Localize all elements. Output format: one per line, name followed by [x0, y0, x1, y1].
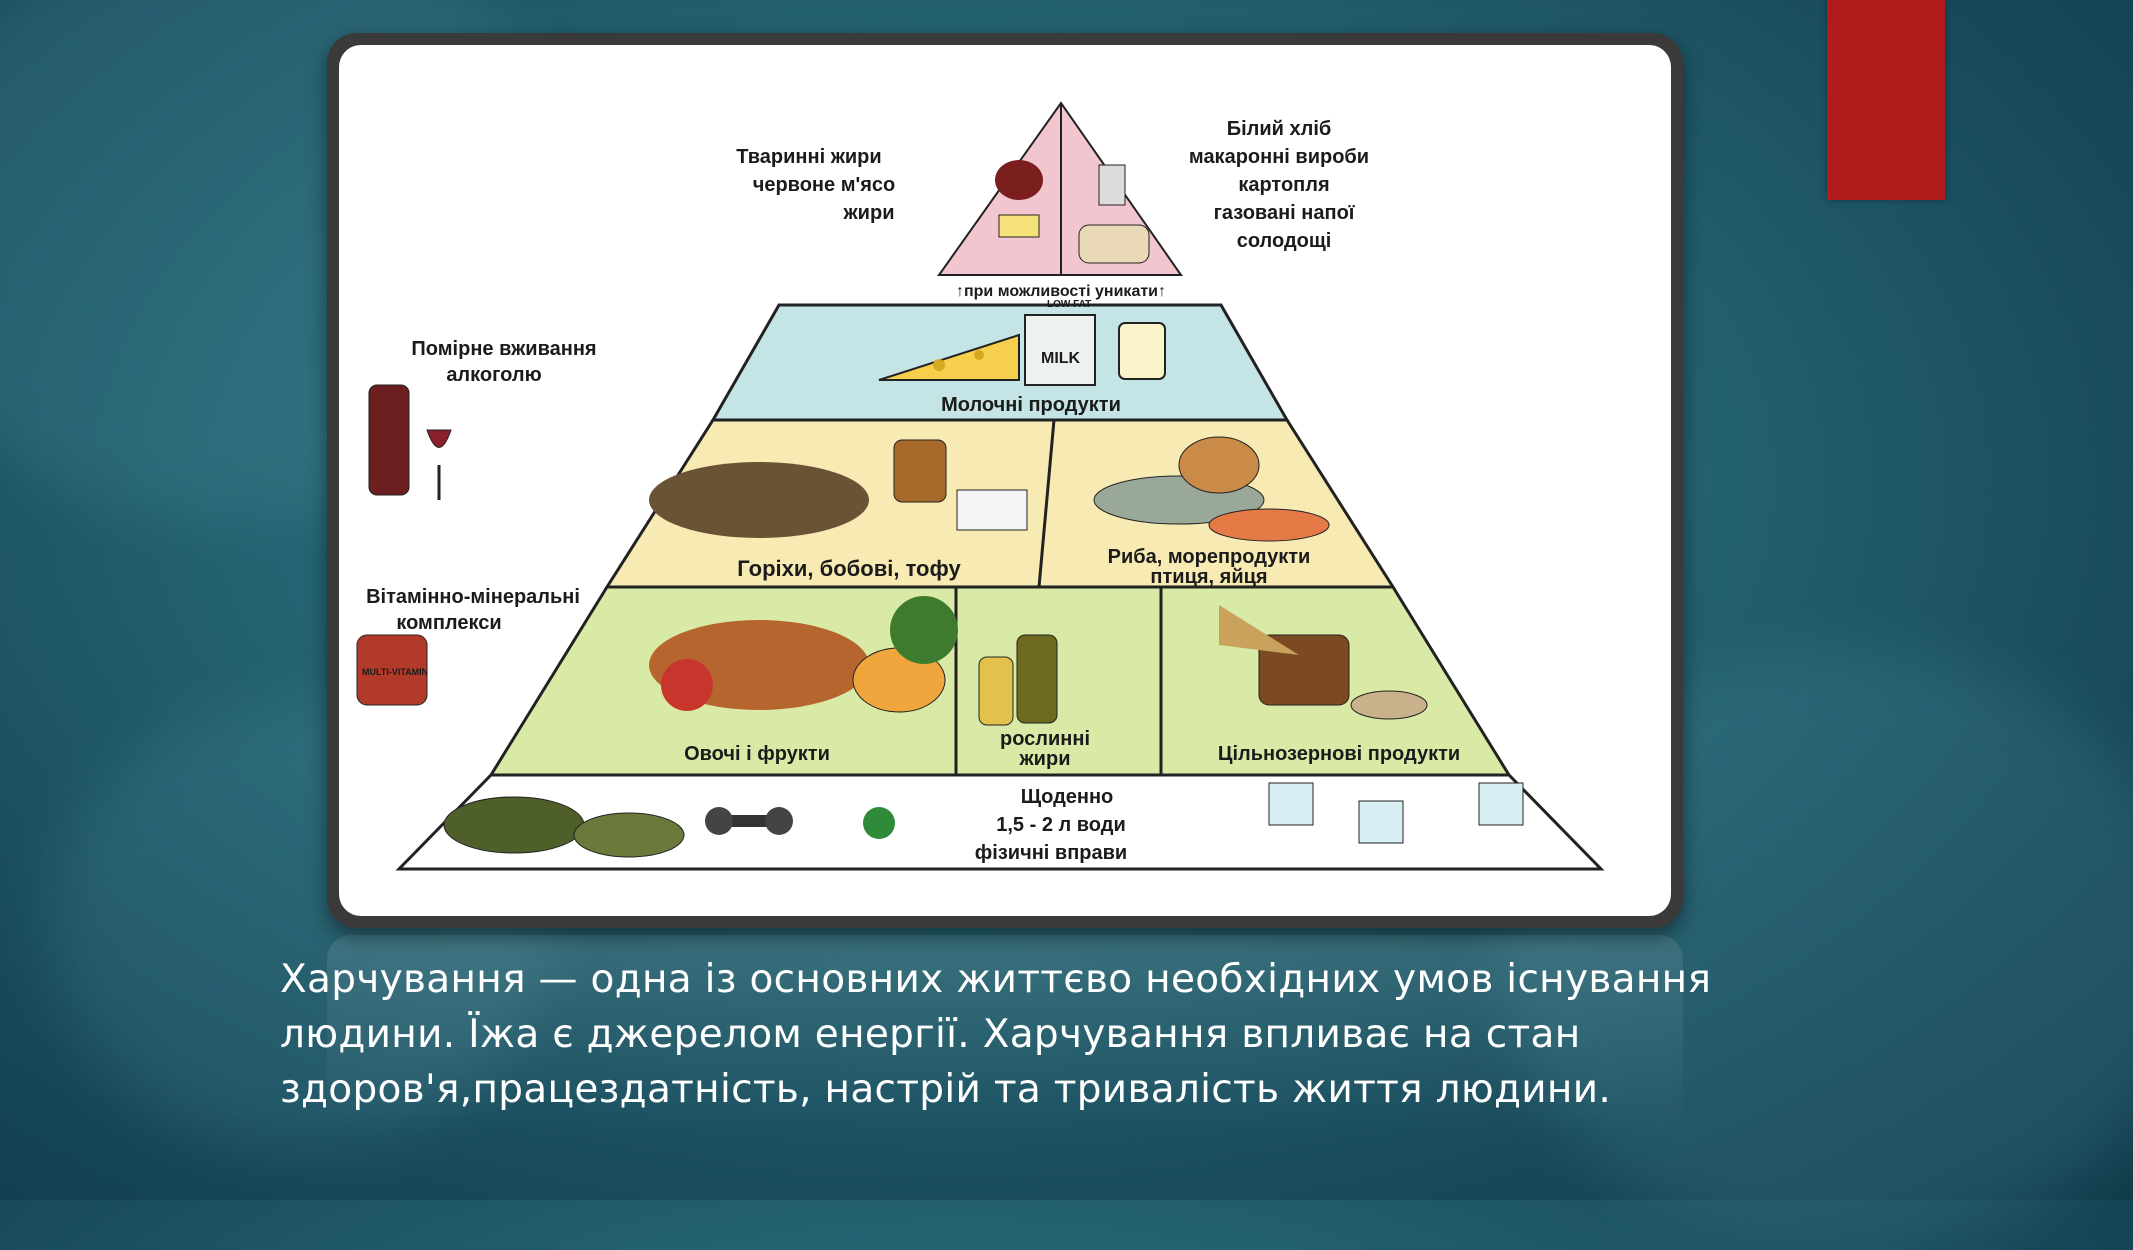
label-exercise: фізичні вправи [975, 842, 1127, 864]
food-pyramid-diagram: MILK LOW FAT [356, 101, 1605, 871]
label-grains: Цільнозернові продукти [1218, 743, 1460, 765]
label-nuts: Горіхи, бобові, тофу [737, 556, 961, 581]
wine-bottle-icon [368, 384, 452, 500]
grains-icon [1219, 605, 1428, 720]
image-reflection [327, 935, 1683, 1135]
label-alcohol-2: алкоголю [446, 364, 541, 386]
label-water: 1,5 - 2 л води [996, 814, 1126, 836]
lowfat-label: LOW FAT [1047, 299, 1091, 310]
caption-text: Харчування — одна із основних життєво не… [280, 957, 1712, 1112]
nuts-icon [649, 439, 1028, 538]
vitamin-jar-label: MULTI-VITAMIN [362, 667, 428, 677]
vitamin-jar-icon: MULTI-VITAMIN [356, 634, 428, 706]
label-daily: Щоденно [1021, 786, 1114, 808]
label-oils-2: жири [1019, 748, 1071, 770]
label-potatoes: картопля [1238, 174, 1329, 196]
label-avoid-note: ↑при можливості уникати↑ [956, 283, 1166, 300]
label-vegetables: Овочі і фрукти [684, 743, 830, 765]
accent-bar [1827, 0, 1945, 200]
label-alcohol-1: Помірне вживання [411, 338, 596, 360]
label-fish: Риба, морепродукти [1108, 546, 1311, 568]
image-frame: MILK LOW FAT [327, 33, 1683, 928]
label-oils-1: рослинні [1000, 728, 1090, 750]
label-white-bread: Білий хліб [1227, 118, 1332, 140]
label-sweets: солодощі [1237, 230, 1332, 252]
label-poultry: птиця, яйця [1150, 566, 1267, 588]
sneakers-dumbbells-icon [443, 796, 895, 858]
oil-bottle-icon [978, 634, 1058, 726]
milk-carton-icon: MILK LOW FAT [1024, 299, 1096, 386]
water-glasses-icon [1268, 782, 1524, 844]
bread-icon [1078, 164, 1150, 264]
vegetables-icon [649, 596, 958, 713]
label-fats: жири [843, 202, 895, 224]
label-vitamins-2: комплекси [396, 612, 501, 634]
milk-label: MILK [1041, 350, 1081, 367]
label-animal-fats: Тваринні жири [736, 146, 881, 168]
label-red-meat: червоне м'ясо [753, 174, 896, 196]
fish-icon [1093, 436, 1330, 542]
meat-icon [995, 160, 1043, 238]
cheese-icon [878, 333, 1020, 381]
food-pyramid-image: MILK LOW FAT [339, 45, 1671, 916]
label-pasta: макаронні вироби [1189, 146, 1369, 168]
yogurt-icon [1118, 322, 1166, 380]
label-vitamins-1: Вітамінно-мінеральні [366, 586, 580, 608]
label-soda: газовані напої [1214, 202, 1355, 224]
label-dairy: Молочні продукти [941, 394, 1121, 416]
